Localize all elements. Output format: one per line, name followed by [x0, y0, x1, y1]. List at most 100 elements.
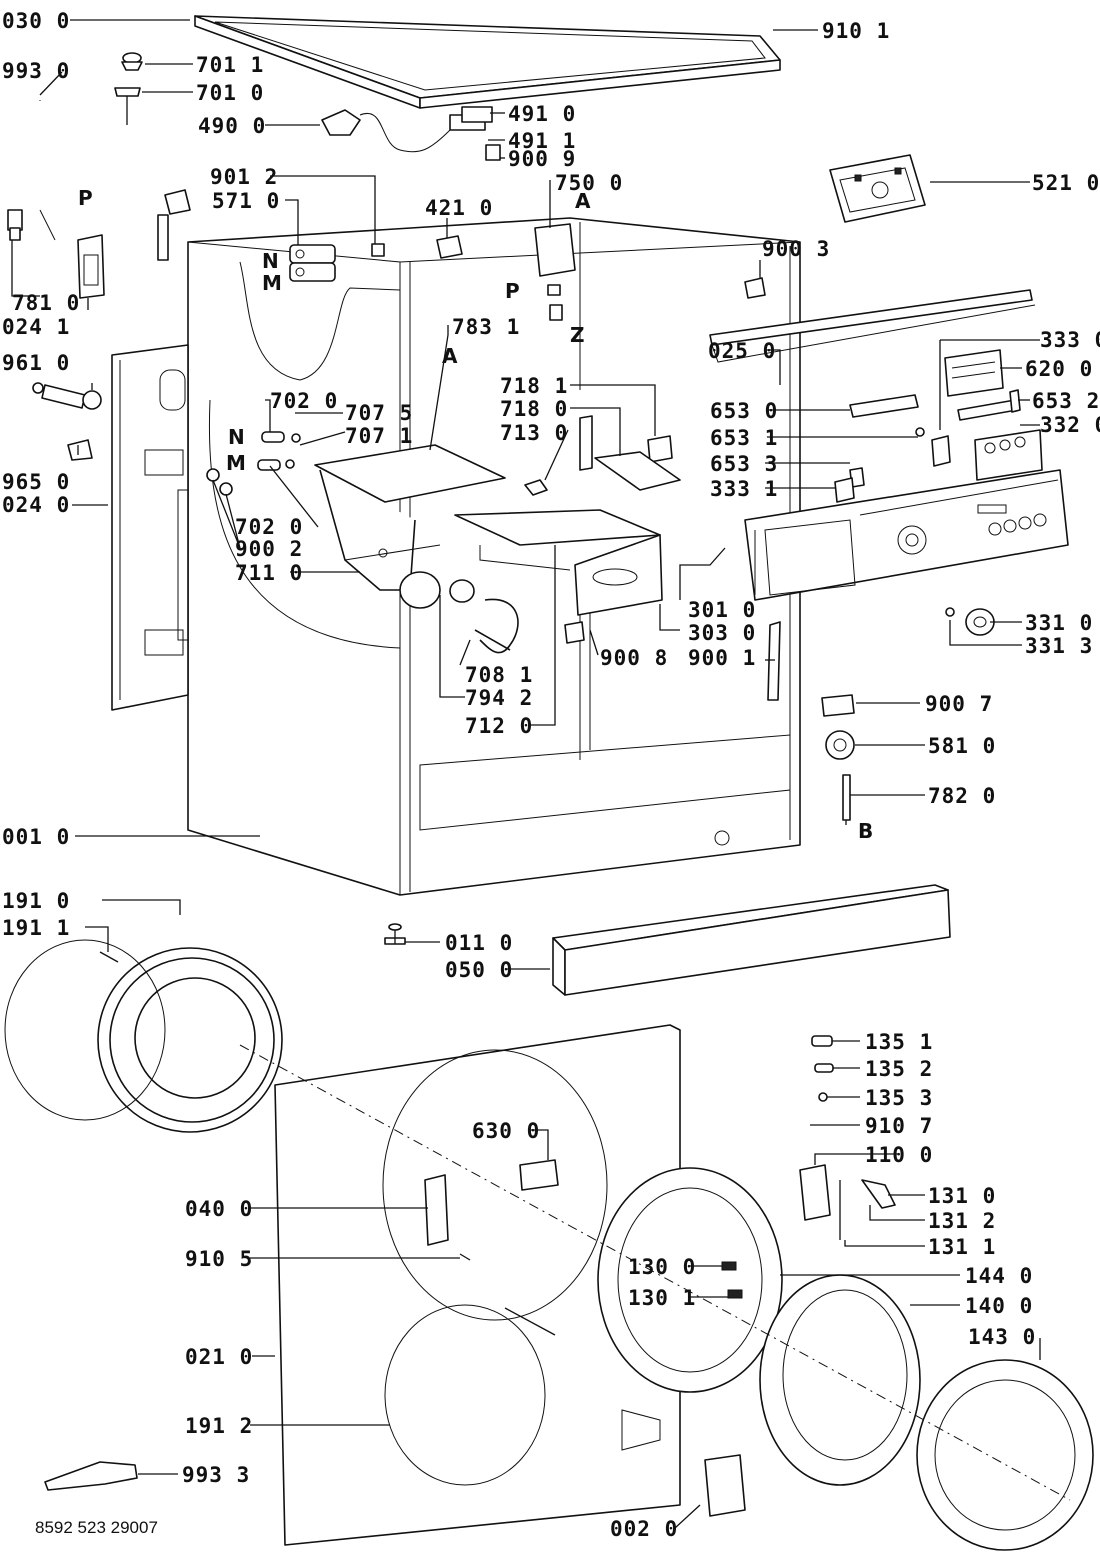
- label-030-0: 030 0: [2, 9, 70, 33]
- back-panel: [111, 344, 189, 711]
- marker-b: B: [858, 819, 873, 843]
- label-783-1: 783 1: [452, 315, 520, 339]
- marker-n-valve: N: [262, 249, 279, 273]
- label-521-0: 521 0: [1032, 171, 1100, 195]
- label-135-3: 135 3: [865, 1086, 933, 1110]
- label-781-0: 781 0: [12, 291, 80, 315]
- lid-lock-bracket: [744, 277, 766, 299]
- label-332-0: 332 0: [1040, 413, 1100, 437]
- label-707-5: 707 5: [345, 401, 413, 425]
- label-718-0: 718 0: [500, 397, 568, 421]
- label-712-0: 712 0: [465, 714, 533, 738]
- label-993-0: 993 0: [2, 59, 70, 83]
- label-110-0: 110 0: [865, 1143, 933, 1167]
- label-491-1: 491 1: [508, 129, 576, 153]
- marker-z: Z: [570, 323, 585, 347]
- label-024-0: 024 0: [2, 493, 70, 517]
- document-number: 8592 523 29007: [35, 1518, 158, 1537]
- label-001-0: 001 0: [2, 825, 70, 849]
- dispenser-drawer: [454, 509, 663, 616]
- buttons-block: [974, 429, 1043, 481]
- label-144-0: 144 0: [965, 1264, 1033, 1288]
- label-707-1: 707 1: [345, 424, 413, 448]
- label-130-1: 130 1: [628, 1286, 696, 1310]
- marker-p-pump: P: [505, 279, 520, 303]
- label-490-0: 490 0: [198, 114, 266, 138]
- label-333-1: 333 1: [710, 477, 778, 501]
- inlet-valve: [289, 244, 336, 282]
- pump-filter: [32, 382, 102, 410]
- marker-m-conn: M: [226, 451, 246, 475]
- label-143-0: 143 0: [968, 1325, 1036, 1349]
- label-021-0: 021 0: [185, 1345, 253, 1369]
- adjustable-foot: [384, 923, 406, 945]
- door-frame: [597, 1167, 783, 1393]
- label-191-1: 191 1: [2, 916, 70, 940]
- door-gasket: [4, 939, 283, 1133]
- leader-lines: [11, 19, 1041, 1529]
- marker-m-valve: M: [262, 271, 282, 295]
- display-pcb: [944, 349, 1004, 397]
- label-901-2: 901 2: [210, 165, 278, 189]
- label-653-1: 653 1: [710, 426, 778, 450]
- label-702-0a: 702 0: [270, 389, 338, 413]
- label-491-0: 491 0: [508, 102, 576, 126]
- bellows-hose: [449, 579, 519, 654]
- plinth: [552, 884, 951, 996]
- door-glass: [759, 1274, 921, 1486]
- label-900-9: 900 9: [508, 147, 576, 171]
- label-191-0: 191 0: [2, 889, 70, 913]
- label-140-0: 140 0: [965, 1294, 1033, 1318]
- label-630-0: 630 0: [472, 1119, 540, 1143]
- pressure-tube: [842, 774, 851, 821]
- marker-n-conn: N: [228, 425, 245, 449]
- label-713-0: 713 0: [500, 421, 568, 445]
- label-910-1: 910 1: [822, 19, 890, 43]
- marker-letters: P N M A P Z A N M B: [78, 186, 873, 843]
- label-421-0: 421 0: [425, 196, 493, 220]
- lever: [767, 621, 781, 701]
- door-ring: [916, 1359, 1094, 1551]
- small-parts: [834, 427, 951, 503]
- label-135-2: 135 2: [865, 1057, 933, 1081]
- pressure-sensor: [825, 730, 855, 760]
- label-900-8: 900 8: [600, 646, 668, 670]
- door-handle: [799, 1164, 896, 1240]
- label-653-2: 653 2: [1032, 389, 1100, 413]
- front-panel: [274, 1024, 681, 1546]
- label-711-0: 711 0: [235, 561, 303, 585]
- label-131-0: 131 0: [928, 1184, 996, 1208]
- service-cover: [704, 1454, 746, 1517]
- top-rail: [709, 289, 1036, 363]
- program-knob: [945, 607, 995, 636]
- label-794-2: 794 2: [465, 686, 533, 710]
- label-581-0: 581 0: [928, 734, 996, 758]
- label-965-0: 965 0: [2, 470, 70, 494]
- label-910-7: 910 7: [865, 1114, 933, 1138]
- marker-a-tube: A: [442, 344, 458, 368]
- transport-tool: [44, 1461, 138, 1491]
- marker-p-hose: P: [78, 186, 93, 210]
- label-653-3: 653 3: [710, 452, 778, 476]
- label-961-0: 961 0: [2, 351, 70, 375]
- top-cover: [194, 15, 781, 109]
- label-191-2: 191 2: [185, 1414, 253, 1438]
- pressure-switch: [534, 223, 576, 321]
- part-labels: 030 0 910 1 993 0 701 1 701 0 490 0 491 …: [2, 9, 1100, 1541]
- marker-a-top: A: [575, 189, 591, 213]
- control-panel: [744, 469, 1069, 601]
- label-002-0: 002 0: [610, 1517, 678, 1541]
- dispenser-housing: [314, 444, 506, 609]
- label-900-1: 900 1: [688, 646, 756, 670]
- label-131-1: 131 1: [928, 1235, 996, 1259]
- label-050-0: 050 0: [445, 958, 513, 982]
- label-333-0: 333 0: [1040, 328, 1100, 352]
- dispenser-parts: [524, 415, 681, 496]
- label-331-3: 331 3: [1025, 634, 1093, 658]
- label-900-7: 900 7: [925, 692, 993, 716]
- control-module: [829, 154, 926, 223]
- screws: [459, 29, 834, 1261]
- label-701-0: 701 0: [196, 81, 264, 105]
- label-130-0: 130 0: [628, 1255, 696, 1279]
